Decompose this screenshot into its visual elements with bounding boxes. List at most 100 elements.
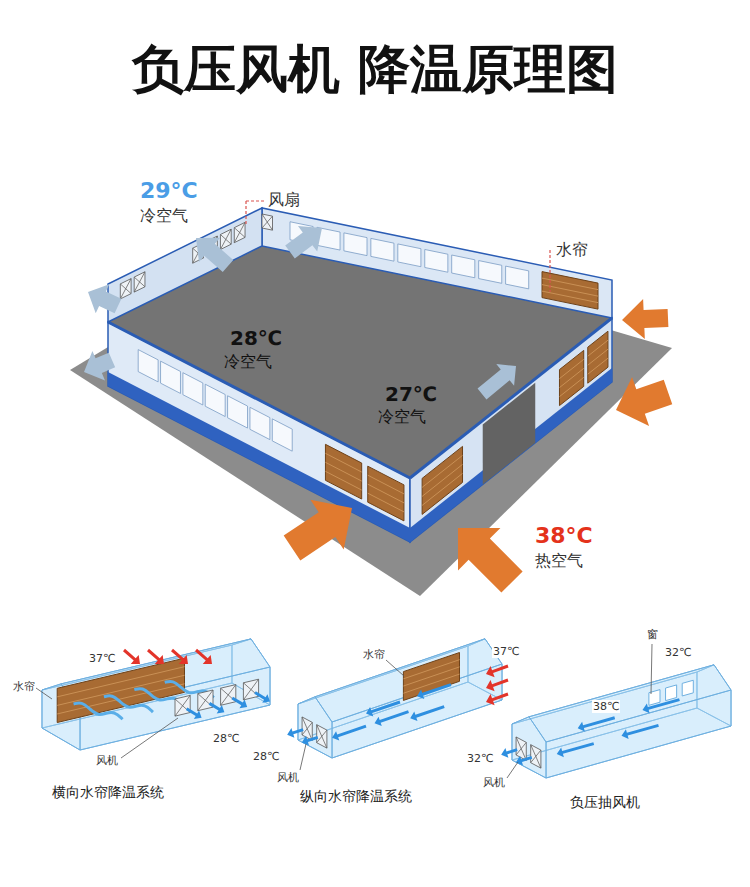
- hot-air-arrow: [195, 649, 212, 664]
- exhaust-fan-diagram: [501, 644, 731, 778]
- water-curtain: [403, 653, 459, 701]
- diagram-caption: 横向水帘降温系统: [52, 784, 164, 801]
- temperature-label: 28℃: [212, 732, 240, 745]
- fan-symbol: [175, 695, 190, 716]
- window: [452, 255, 475, 278]
- hot-air-arrow: [622, 299, 668, 339]
- airflow-arrow: [578, 716, 615, 731]
- fan-symbol: [120, 279, 131, 299]
- window: [183, 373, 203, 405]
- front-wall: [410, 318, 612, 542]
- fan-symbol: [516, 737, 526, 760]
- diagram-caption: 负压抽风机: [570, 794, 640, 811]
- water-curtain: [588, 331, 608, 383]
- wall-trim: [108, 322, 410, 478]
- house-roof: [529, 665, 731, 742]
- fan-blade: [243, 679, 258, 700]
- wall-trim: [410, 318, 612, 478]
- curtain-stripe: [588, 340, 608, 356]
- fan-blade: [317, 725, 327, 748]
- fan-symbol: [198, 690, 213, 711]
- window: [344, 233, 367, 256]
- window: [425, 249, 448, 272]
- airflow-arrow: [332, 725, 366, 741]
- airflow-arrow: [417, 683, 451, 699]
- part-label: 窗: [646, 628, 659, 641]
- cross-flow-diagram: [36, 639, 270, 758]
- temperature-label: 29°C: [140, 178, 198, 204]
- part-label: 水帘: [362, 648, 386, 661]
- house-roof: [315, 639, 502, 722]
- fan-symbol: [317, 725, 327, 748]
- fan-blade: [516, 737, 526, 760]
- curtain-stripe: [559, 368, 583, 387]
- fan-blade: [175, 695, 190, 716]
- hot-air-arrow: [486, 665, 509, 678]
- water-curtain: [559, 350, 583, 405]
- window: [666, 685, 677, 701]
- diagram-title: 负压风机 降温原理图: [0, 38, 750, 100]
- curtain-stripe: [422, 464, 462, 496]
- fan-blade: [120, 279, 131, 299]
- airflow-arrow: [557, 742, 594, 757]
- hot-air-arrow: [123, 649, 140, 664]
- leader-line: [245, 201, 246, 226]
- curtain-stripe: [422, 473, 462, 505]
- leader-line: [507, 762, 518, 778]
- curtain-stripe: [368, 475, 404, 494]
- fan-symbol: [262, 214, 273, 230]
- cool-air-arrow: [84, 351, 115, 380]
- window: [398, 244, 421, 267]
- exhaust-arrow: [287, 728, 303, 738]
- curtain-stripe: [325, 462, 361, 481]
- fan-symbol: [302, 717, 312, 740]
- exhaust-arrow: [302, 736, 318, 746]
- airflow-line: [104, 696, 153, 712]
- window: [161, 361, 181, 393]
- fan-blade: [221, 685, 236, 706]
- hot-air-arrow: [486, 693, 509, 706]
- cool-air-arrow: [196, 238, 233, 272]
- fan-blade: [198, 690, 213, 711]
- leader-line: [121, 718, 178, 758]
- fan-symbol: [221, 685, 236, 706]
- part-label: 风机: [95, 754, 119, 767]
- part-label: 风扇: [268, 190, 300, 209]
- fan-blade: [262, 214, 273, 230]
- cool-air-arrow: [285, 226, 322, 258]
- airflow-arrow: [410, 705, 444, 721]
- curtain-stripe: [559, 359, 583, 378]
- longitudinal-flow-diagram: [287, 639, 508, 770]
- hot-air-arrow: [486, 679, 509, 692]
- wall-band: [108, 372, 410, 542]
- temperature-label: 28℃: [252, 750, 280, 763]
- window: [682, 680, 693, 696]
- leader-line: [549, 250, 550, 292]
- window: [272, 419, 292, 451]
- temperature-label: 37℃: [492, 645, 520, 658]
- hot-air-arrow: [171, 649, 188, 664]
- side-wall: [108, 208, 262, 322]
- exhaust-arrow: [516, 756, 532, 766]
- hot-air-arrow: [284, 500, 352, 561]
- part-label: 风机: [482, 776, 506, 789]
- front-wall: [108, 322, 410, 542]
- window: [371, 238, 394, 261]
- water-curtain: [57, 658, 184, 722]
- window: [479, 261, 502, 284]
- curtain-stripe: [368, 493, 404, 512]
- diagram-caption: 纵向水帘降温系统: [300, 788, 412, 805]
- airflow-line: [74, 703, 123, 719]
- air-label: 冷空气: [378, 407, 426, 426]
- temperature-label: 38°C: [535, 523, 593, 549]
- temperature-label: 32℃: [664, 646, 692, 659]
- curtain-stripe: [588, 358, 608, 374]
- curtain-stripe: [422, 455, 462, 487]
- cool-air-arrow: [88, 284, 121, 313]
- curtain-stripe: [325, 471, 361, 490]
- curtain-stripe: [57, 684, 184, 714]
- fan-symbol: [243, 679, 258, 700]
- fan-blade: [531, 745, 541, 768]
- air-label: 热空气: [535, 551, 583, 570]
